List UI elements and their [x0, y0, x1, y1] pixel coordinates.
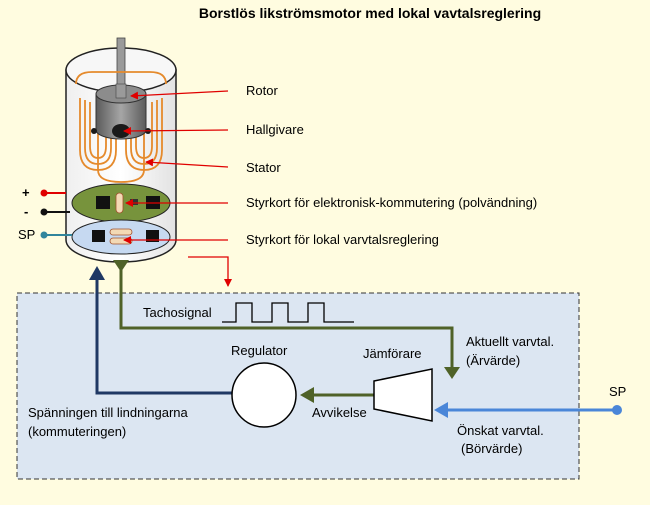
comparator-block: [373, 368, 433, 422]
tacho-waveform: [222, 302, 354, 323]
commutation-note-label: (kommuteringen): [28, 424, 126, 439]
sp-terminal: [40, 231, 48, 239]
stator-label: Stator: [246, 160, 281, 175]
speed-board-label: Styrkort för lokal varvtalsreglering: [246, 232, 439, 247]
deviation-label: Avvikelse: [312, 405, 367, 420]
plus-terminal: [40, 189, 48, 197]
minus-label: -: [24, 204, 28, 219]
chip: [146, 230, 159, 242]
tacho-label: Tachosignal: [143, 305, 212, 320]
voltage-line: [95, 276, 233, 395]
control-box: [16, 292, 580, 480]
setpoint-arrowhead: [434, 402, 448, 418]
motor-illustration: [65, 37, 177, 263]
diagram-title: Borstlös likströmsmotor med lokal vavtal…: [199, 5, 541, 21]
deviation-arrowhead: [300, 387, 314, 403]
comparator-label: Jämförare: [363, 346, 422, 361]
voltage-label: Spänningen till lindningarna: [28, 405, 189, 420]
label-pointers: [123, 90, 232, 287]
voltage-arrowhead: [89, 266, 105, 280]
minus-terminal: [40, 208, 48, 216]
hall-sensor-label: Hallgivare: [246, 122, 304, 137]
actual-speed-label: Aktuellt varvtal.: [466, 334, 554, 349]
desired-value-label: (Börvärde): [461, 441, 522, 456]
chip: [96, 196, 110, 209]
desired-speed-label: Önskat varvtal.: [457, 423, 544, 438]
stator-coils: [75, 71, 167, 183]
terminals: + - SP: [18, 185, 72, 242]
regulator-block: [231, 362, 297, 428]
setpoint-label: SP: [609, 384, 626, 399]
commutation-board-label: Styrkort för elektronisk-kommutering (po…: [246, 195, 537, 210]
regulator-label: Regulator: [231, 343, 288, 358]
chip: [92, 230, 105, 242]
plus-label: +: [22, 185, 30, 200]
actual-value-label: (Ärvärde): [466, 353, 520, 368]
sp-terminal-label: SP: [18, 227, 35, 242]
setpoint-terminal: [612, 405, 622, 415]
rotor-label: Rotor: [246, 83, 278, 98]
speed-control-board: [71, 219, 171, 255]
tacho-feedback-line: [119, 262, 454, 371]
feedback-arrowhead: [444, 367, 460, 379]
